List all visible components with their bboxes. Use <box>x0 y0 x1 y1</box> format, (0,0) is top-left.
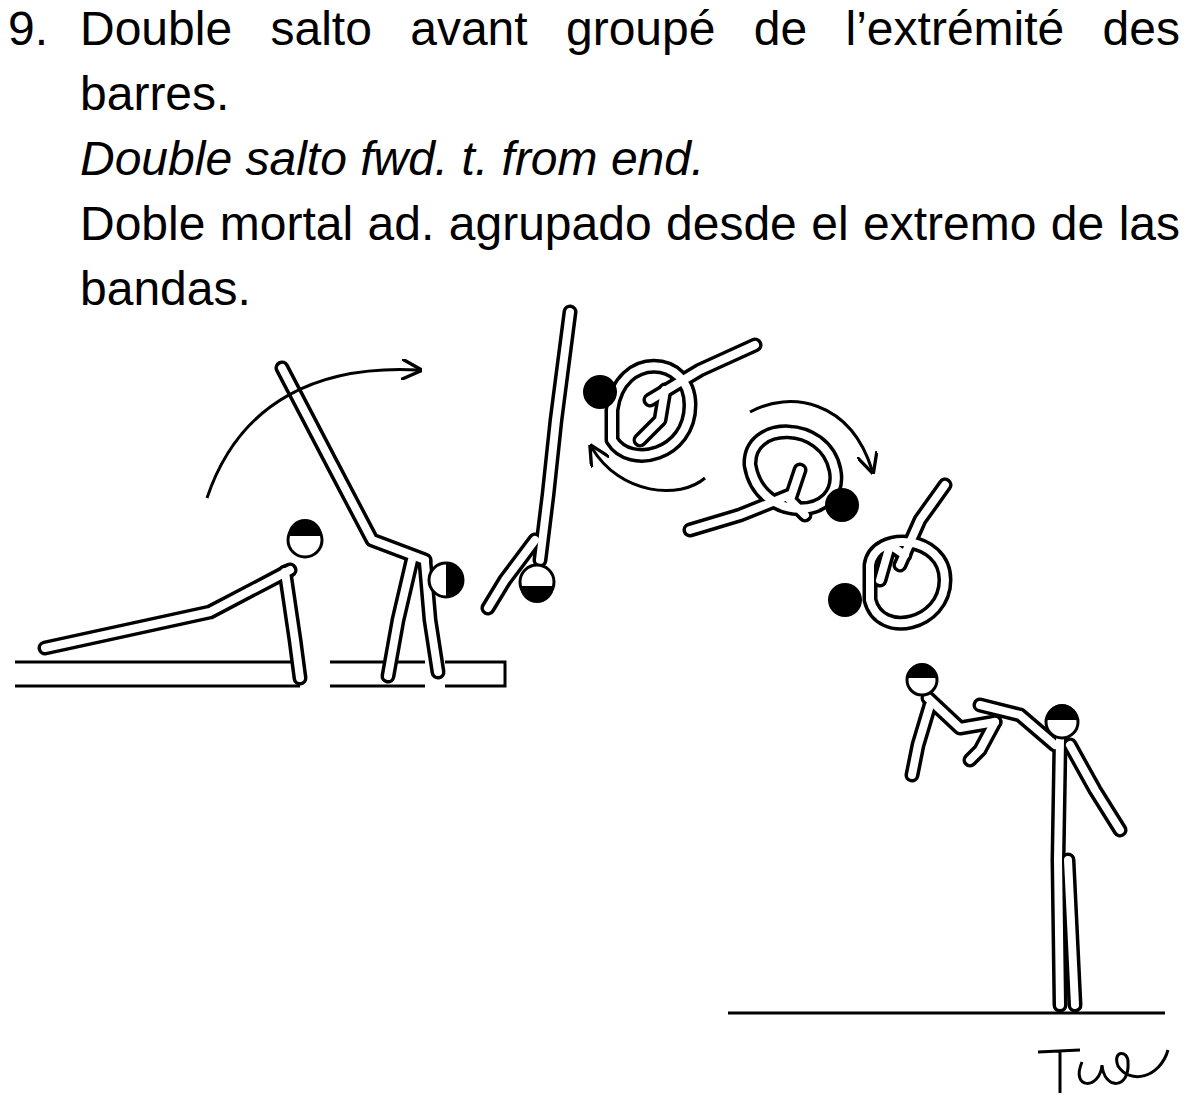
head-cap <box>446 563 463 597</box>
floor-line <box>728 1012 1165 1015</box>
spanish-description: Doble mortal ad. agrupado desde el extre… <box>80 191 1180 321</box>
swing-arrow <box>207 370 418 498</box>
body-fill <box>45 312 1120 1005</box>
head-cap <box>520 586 554 603</box>
english-description: Double salto fwd. t. from end. <box>80 126 1180 191</box>
element-number: 9. <box>8 0 48 61</box>
french-description: Double salto avant groupé de l’extrémité… <box>80 0 1180 126</box>
heads <box>288 375 1078 738</box>
head-cap <box>1046 704 1078 720</box>
head <box>828 583 862 617</box>
body-outline <box>45 312 1120 1005</box>
head <box>429 563 463 597</box>
rotation-arrow <box>592 448 705 491</box>
bar-end <box>445 662 505 686</box>
head <box>825 488 859 522</box>
head-cap <box>288 519 322 536</box>
motion-arrows <box>207 370 872 498</box>
head <box>583 375 617 409</box>
rotation-arrow <box>750 402 872 470</box>
bar-rail-dashed <box>330 662 425 686</box>
signature <box>1038 1050 1168 1093</box>
description-block: Double salto avant groupé de l’extrémité… <box>80 0 1180 321</box>
bar-rail <box>15 662 300 686</box>
head-cap <box>907 663 937 678</box>
